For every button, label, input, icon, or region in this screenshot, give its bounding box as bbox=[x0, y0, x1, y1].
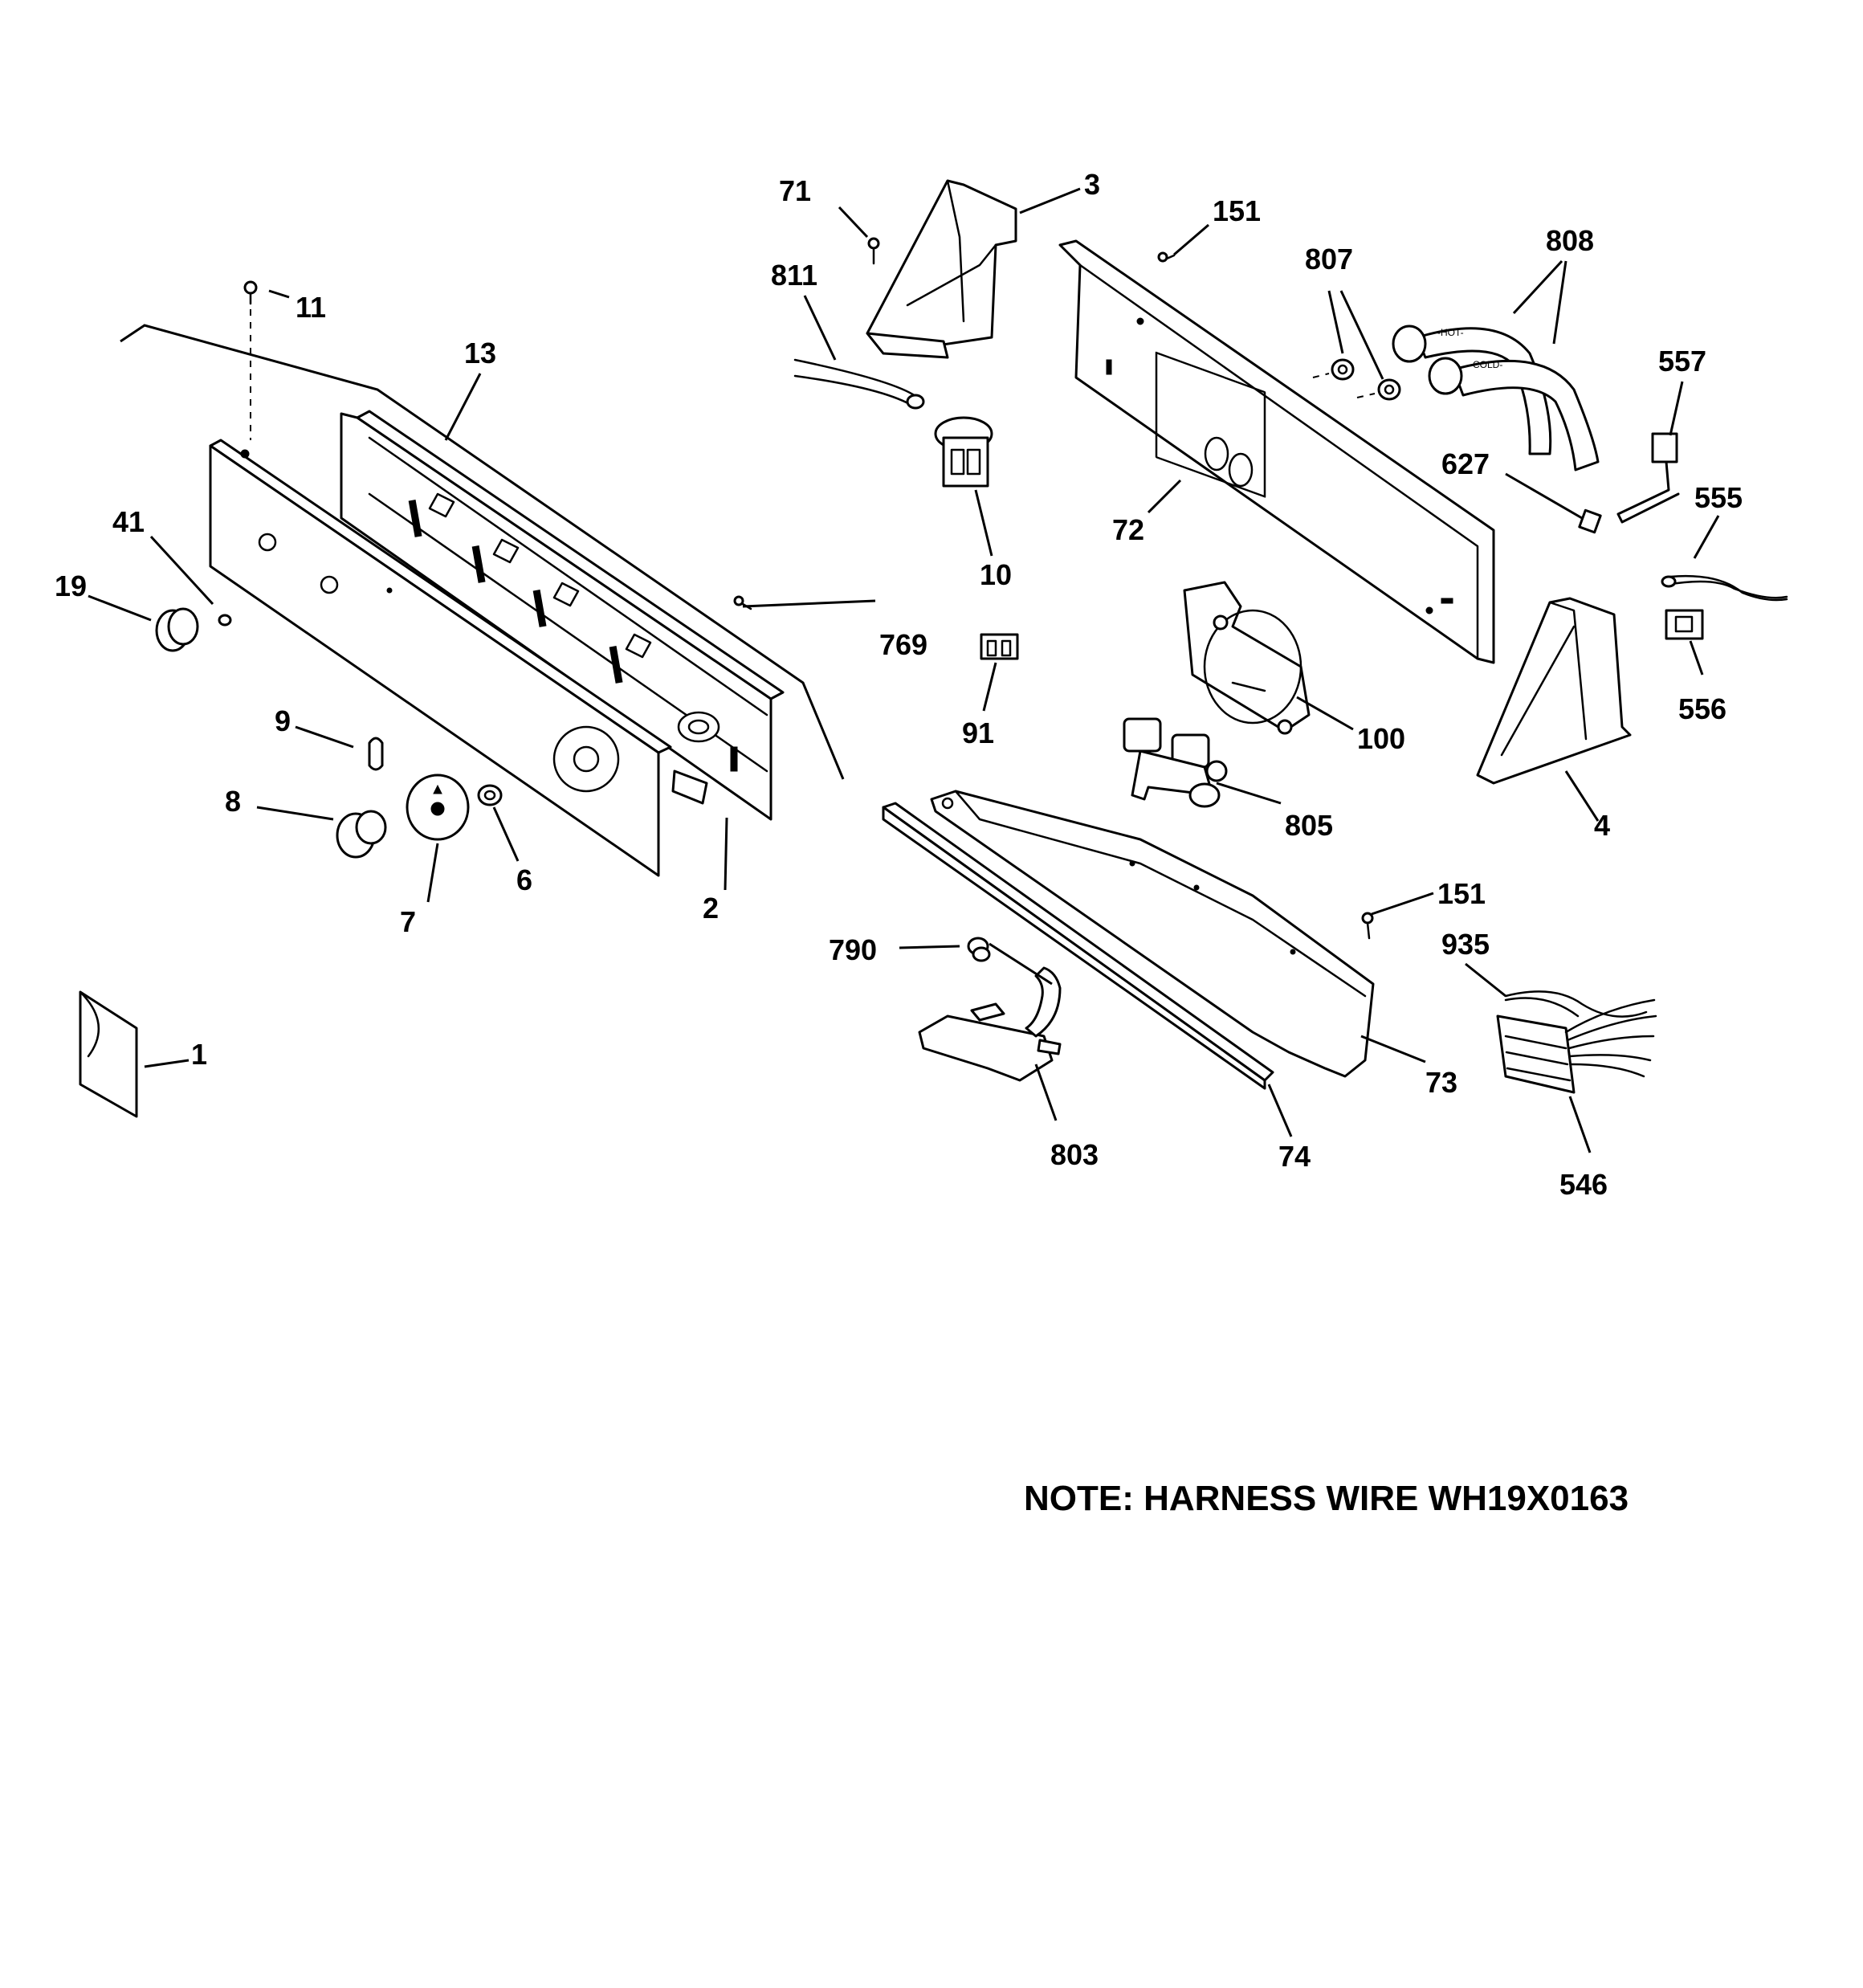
front-control-panel bbox=[209, 439, 672, 877]
label-557: 557 bbox=[1658, 345, 1706, 378]
label-805: 805 bbox=[1285, 809, 1333, 842]
screw-151-bottom bbox=[1361, 912, 1374, 940]
inlet-hoses-808: -HOT- -COLD- bbox=[1392, 325, 1600, 471]
label-91: 91 bbox=[962, 716, 994, 749]
clamp-790 bbox=[967, 937, 991, 962]
document-1 bbox=[79, 990, 138, 1118]
base-bracket-73 bbox=[930, 790, 1375, 1078]
part-labels: 11 13 41 19 9 8 7 6 2 1 71 3 811 10 769 … bbox=[55, 168, 1743, 1201]
dial-7 bbox=[406, 774, 470, 841]
screw-71 bbox=[867, 237, 880, 265]
label-811: 811 bbox=[771, 259, 817, 292]
label-72: 72 bbox=[1112, 513, 1144, 546]
label-13: 13 bbox=[464, 337, 496, 369]
spring-41 bbox=[218, 614, 232, 627]
part-803 bbox=[918, 966, 1062, 1082]
label-790: 790 bbox=[829, 933, 877, 966]
connector-556 bbox=[1665, 609, 1704, 640]
label-73: 73 bbox=[1425, 1066, 1457, 1099]
hose-hot-mark: -HOT- bbox=[1437, 327, 1464, 338]
knob-19 bbox=[155, 607, 199, 652]
label-151-top: 151 bbox=[1213, 194, 1261, 227]
water-valve-805 bbox=[1123, 717, 1228, 808]
screw-151-top bbox=[1157, 251, 1176, 263]
label-151-bottom: 151 bbox=[1437, 877, 1486, 910]
label-2: 2 bbox=[703, 892, 719, 925]
part-627 bbox=[1578, 508, 1602, 534]
pressure-switch-10 bbox=[934, 416, 993, 488]
hose-cold-mark: -COLD- bbox=[1470, 359, 1502, 370]
tube-811 bbox=[793, 358, 925, 410]
connector-91 bbox=[980, 633, 1019, 660]
label-3: 3 bbox=[1084, 168, 1100, 201]
panel-outline-line bbox=[120, 324, 845, 780]
back-panel-72 bbox=[1058, 239, 1495, 664]
harness-connector-546 bbox=[1496, 998, 1657, 1094]
side-bracket-4 bbox=[1476, 597, 1632, 785]
label-71: 71 bbox=[779, 174, 811, 207]
label-808: 808 bbox=[1546, 224, 1594, 257]
label-627: 627 bbox=[1441, 447, 1490, 480]
label-807: 807 bbox=[1305, 243, 1353, 276]
timer-100 bbox=[1183, 581, 1311, 735]
knob-8 bbox=[336, 810, 387, 859]
label-556: 556 bbox=[1678, 692, 1726, 725]
label-6: 6 bbox=[516, 863, 532, 896]
label-41: 41 bbox=[112, 505, 145, 538]
label-11: 11 bbox=[296, 291, 326, 324]
label-74: 74 bbox=[1278, 1140, 1311, 1173]
label-8: 8 bbox=[225, 785, 241, 818]
label-10: 10 bbox=[980, 558, 1012, 591]
label-7: 7 bbox=[400, 905, 416, 938]
front-strip-74 bbox=[882, 802, 1274, 1090]
label-19: 19 bbox=[55, 569, 87, 602]
label-555: 555 bbox=[1694, 481, 1743, 514]
harness-935 bbox=[1504, 990, 1648, 1018]
label-9: 9 bbox=[275, 704, 291, 737]
harness-note: NOTE: HARNESS WIRE WH19X0163 bbox=[1024, 1479, 1629, 1518]
label-100: 100 bbox=[1357, 722, 1405, 755]
control-panel-frame bbox=[340, 410, 785, 821]
washer-807 bbox=[1312, 358, 1401, 401]
side-bracket-3 bbox=[866, 179, 1017, 359]
nut-6 bbox=[477, 784, 503, 806]
screw-11 bbox=[243, 280, 258, 440]
wire-555 bbox=[1661, 574, 1788, 602]
label-803: 803 bbox=[1050, 1138, 1099, 1171]
clip-9 bbox=[368, 737, 384, 771]
label-935: 935 bbox=[1441, 928, 1490, 961]
leader-lines bbox=[88, 187, 1720, 1153]
label-1: 1 bbox=[191, 1038, 207, 1071]
label-4: 4 bbox=[1594, 809, 1610, 842]
label-546: 546 bbox=[1559, 1168, 1608, 1201]
label-769: 769 bbox=[879, 628, 927, 661]
plug-557 bbox=[1616, 432, 1680, 524]
